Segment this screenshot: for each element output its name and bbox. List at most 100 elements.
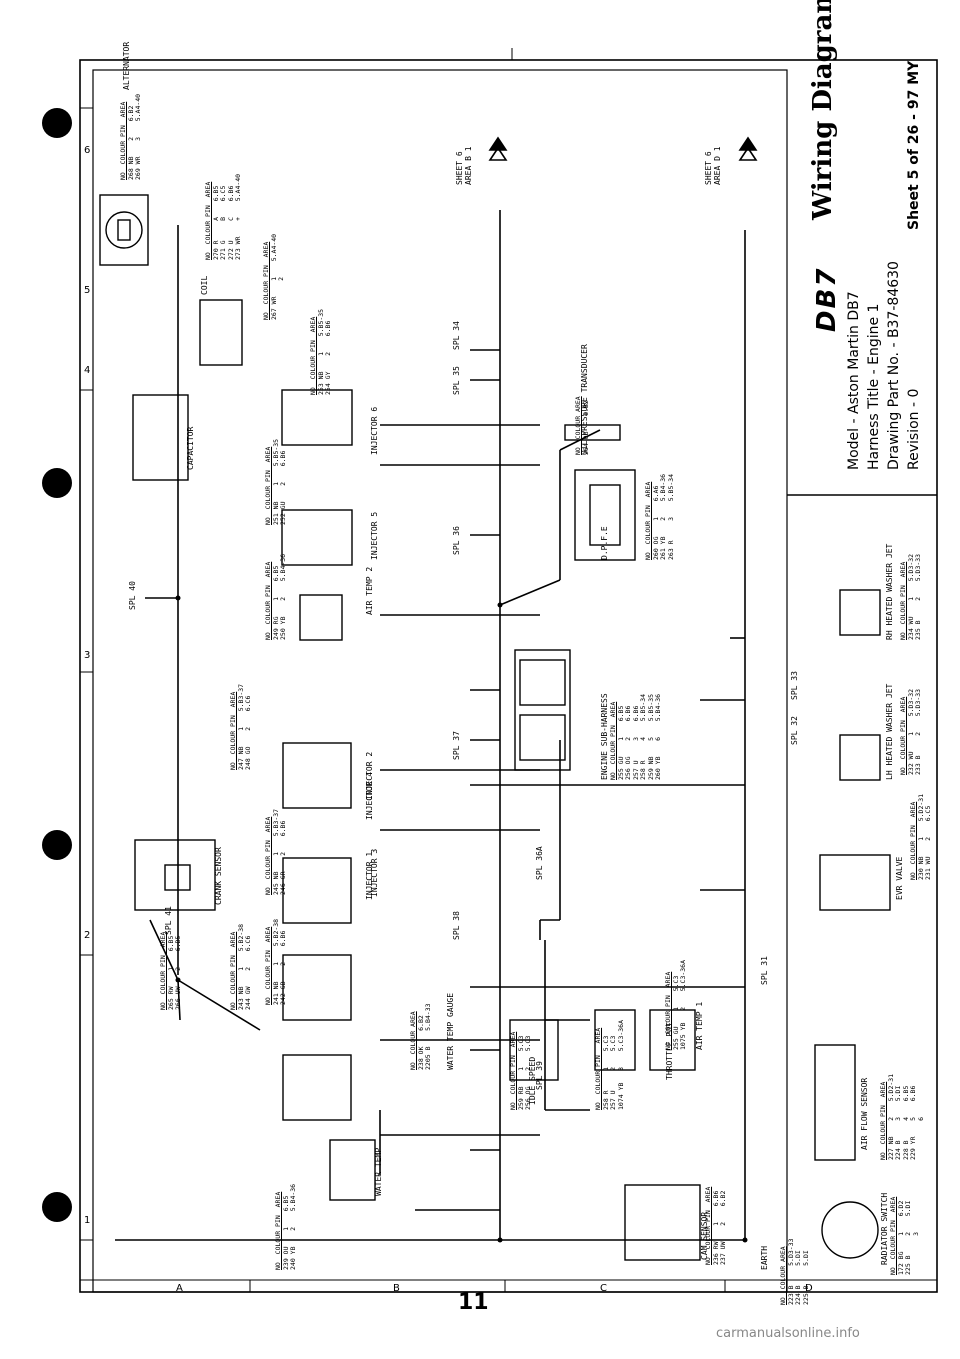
splice-label: SPL 40	[128, 581, 137, 610]
grid-col-1: 1	[84, 1215, 91, 1226]
table-row: 250 YB 2 5.B4-36	[279, 553, 287, 640]
radiator-label: RADIATOR SWITCH	[880, 1192, 889, 1265]
grid-col-6: 6	[84, 145, 91, 156]
cam-sensor-label: CAM SENSOR	[700, 1211, 709, 1260]
part-no-line: Drawing Part No. - B37-84630	[886, 261, 902, 470]
table-row: 260 YB 6 5.B4-36	[654, 693, 662, 780]
splice-label: SPL 37	[452, 731, 461, 760]
grid-row-b: B	[393, 1283, 400, 1294]
binder-hole	[42, 108, 72, 138]
splice-label: SPL 31	[760, 956, 769, 985]
page-number: 11	[458, 1290, 489, 1315]
diagram-heading: Wiring Diagram	[808, 0, 838, 220]
splice-label: SPL 38	[452, 911, 461, 940]
grid-col-4: 4	[84, 365, 91, 376]
table-row: 266 UW 2 6.B5	[174, 935, 182, 1010]
grid-col-5: 5	[84, 285, 91, 296]
table-row: 244 GW 2 6.C6	[244, 935, 252, 1010]
capacitor-label: CAPACITOR	[186, 426, 195, 470]
air-flow-label: AIR FLOW SENSOR	[860, 1077, 869, 1150]
table-row: 233 B 2 5.D3-33	[914, 688, 922, 775]
coil-label: COIL	[200, 275, 209, 295]
wires	[115, 210, 746, 1241]
drawing-border	[92, 69, 788, 1293]
sheet-line: Sheet 5 of 26 - 97 MY	[906, 60, 922, 230]
table-row: 240 YB 2 5.B4-36	[289, 1183, 297, 1270]
water-temp-label: WATER TEMP	[374, 1147, 383, 1196]
engine-sub-label: ENGINE SUB-HARNESS	[600, 693, 609, 780]
water-gauge-label: WATER TEMP GAUGE	[446, 992, 455, 1070]
table-row: 273 WR + 5.A4-40	[234, 173, 242, 260]
table-row: 248 GO 2 6.C6	[244, 695, 252, 770]
table-row: 254 GY 2 6.B6	[324, 320, 332, 395]
harness-line: Harness Title - Engine 1	[866, 303, 882, 470]
grid-row-d: D	[805, 1283, 813, 1294]
alternator-label: ALTERNATOR	[122, 41, 131, 90]
rh-washer-label: RH HEATED WASHER JET	[885, 543, 894, 640]
air-temp2-label: AIR TEMP 2	[365, 566, 374, 615]
injector3-label: INJECTOR 3	[370, 848, 379, 897]
watermark-footer: carmanualsonline.info	[716, 1326, 860, 1341]
binder-hole	[42, 468, 72, 498]
crank-label: CRANK SENSOR	[214, 847, 223, 905]
air-temp1-label: AIR TEMP 1	[695, 1001, 704, 1050]
lh-washer-label: LH HEATED WASHER JET	[885, 683, 894, 780]
injector4-label: INJECTOR 4	[365, 771, 374, 820]
grid-col-2: 2	[84, 930, 91, 941]
table-row: 6	[916, 1116, 925, 1160]
grid-row-c: C	[600, 1283, 607, 1294]
grid-row-a: A	[176, 1283, 183, 1294]
table-row: 242 GB 2 6.B6	[279, 930, 287, 1005]
connectors	[99, 194, 891, 1261]
splice-points	[175, 595, 748, 1243]
table-row: 225 B 5.DI	[801, 1250, 810, 1305]
table-row: 231 WU 2 6.C5	[924, 805, 932, 880]
splice-label: SPL 36A	[535, 846, 544, 880]
grid-col-3: 3	[84, 650, 91, 661]
oil-press-label: OIL PRESSURE TRANSDUCER	[580, 344, 589, 455]
egr-label: EVR VALVE	[895, 856, 904, 900]
injector5-label: INJECTOR 5	[370, 511, 379, 560]
table-row: 237 UW 2 6.B2	[719, 1190, 727, 1265]
dpfe-label: D.P.F.E	[600, 526, 609, 560]
table-row: 263 R 3 5.B5-34	[666, 473, 675, 560]
table-row: 246 GR 2 6.B6	[279, 820, 287, 895]
splice-label: SPL 32	[790, 716, 799, 745]
table-row: 235 B 2 5.D3-33	[914, 553, 922, 640]
idle-speed-label: IDLE SPEED	[528, 1056, 537, 1105]
logo: DB7	[812, 266, 842, 333]
binder-hole	[42, 1192, 72, 1222]
revision-line: Revision - 0	[906, 388, 922, 470]
table-row: 3	[911, 1231, 920, 1275]
splice-label: SPL 41	[164, 906, 173, 935]
injector6-label: INJECTOR 6	[370, 406, 379, 455]
splice-label: SPL 34	[452, 321, 461, 350]
model-line: Model - Aston Martin DB7	[846, 291, 862, 470]
binder-hole	[42, 830, 72, 860]
table-row: 1075 YB 2 5.C3-36A	[679, 959, 687, 1050]
table-row: 2205 B 5.B4-33	[424, 1003, 432, 1070]
